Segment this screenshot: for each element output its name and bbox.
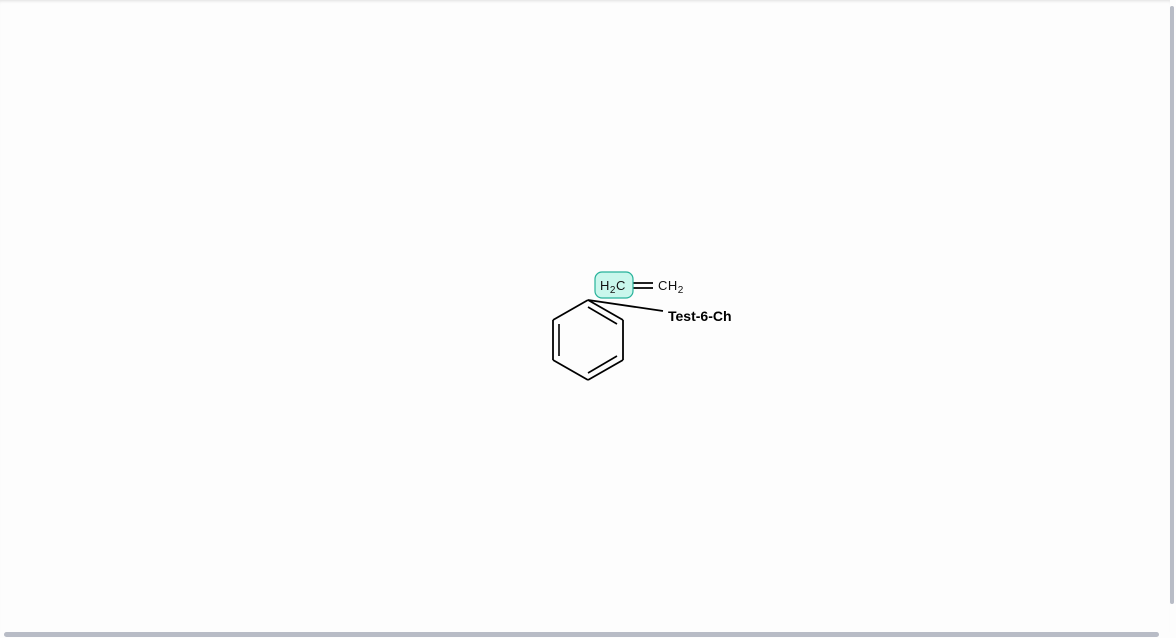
selected-atom[interactable]: H2C [594, 271, 634, 299]
atom-label-ch: CH [658, 278, 678, 293]
ring-bond[interactable] [552, 359, 589, 381]
ring-bond[interactable] [587, 359, 624, 381]
atom-label-subscript: 2 [610, 285, 616, 296]
benzene-ring[interactable] [552, 299, 624, 381]
atom-label-h: H [600, 278, 610, 293]
svg-text:H2C: H2C [600, 278, 626, 296]
ring-inner-bond [587, 306, 618, 325]
annotation-label[interactable]: Test-6-Ch [668, 308, 732, 324]
annotation-leader-bond[interactable] [587, 299, 664, 312]
atom-label-c: C [616, 278, 626, 293]
atom-selection-highlight [594, 271, 634, 299]
ring-bond[interactable] [552, 299, 589, 321]
vertical-scrollbar[interactable] [1170, 6, 1174, 604]
terminal-atom[interactable]: CH2 [658, 278, 684, 296]
ring-inner-bond [587, 355, 618, 374]
ring-bond[interactable] [587, 299, 624, 321]
horizontal-scrollbar[interactable] [4, 632, 1159, 637]
svg-text:CH2: CH2 [658, 278, 684, 296]
atom-label-subscript: 2 [678, 285, 684, 296]
